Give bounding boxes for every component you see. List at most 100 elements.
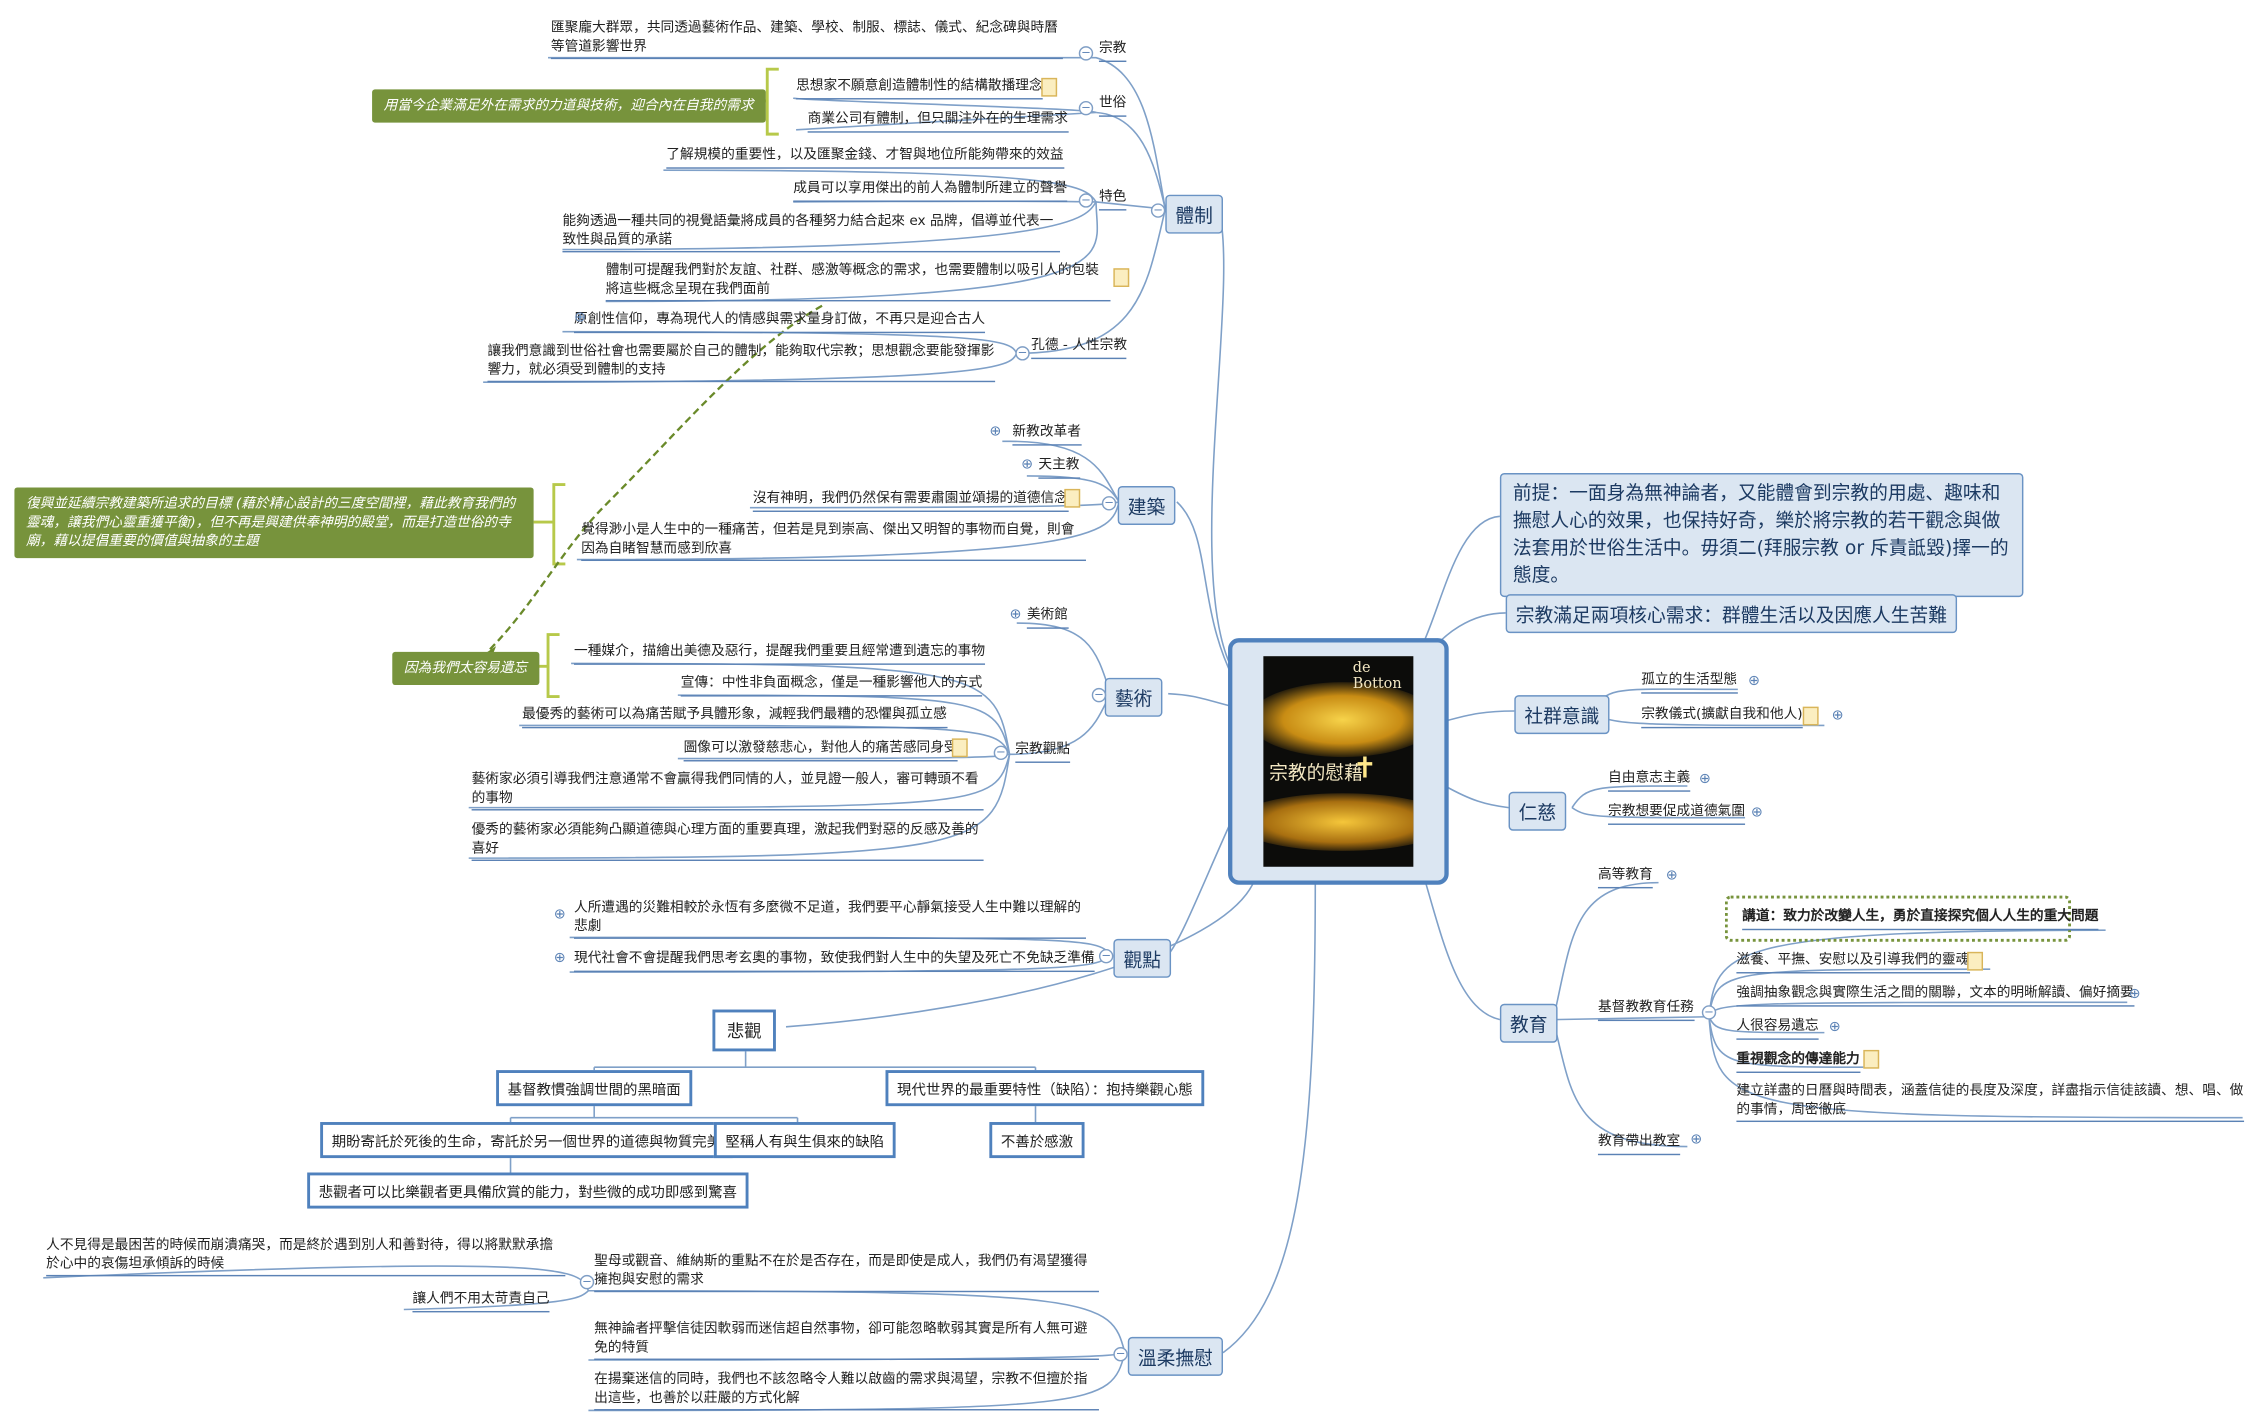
- secular-item: 思想家不願意創造體制性的結構散播理念: [796, 78, 1043, 99]
- expand-icon[interactable]: ⊕: [1747, 673, 1761, 690]
- collapse-icon[interactable]: −: [1098, 948, 1114, 964]
- art-item: 圖像可以激發慈悲心，對他人的痛苦感同身受: [683, 740, 958, 761]
- pessimism-left-a[interactable]: 期盼寄託於死後的生命，寄託於另一個世界的道德與物質完美: [320, 1122, 733, 1159]
- feature-item: 了解規模的重要性，以及匯聚金錢、才智與地位所能夠帶來的效益: [666, 147, 1064, 169]
- sermon-highlight: 講道：致力於改變人生，勇於直接探究個人人生的重大問題: [1742, 909, 2099, 930]
- cross-glyph: ✝: [1352, 749, 1377, 785]
- comte-item: 讓我們意識到世俗社會也需要屬於自己的體制，能夠取代宗教；思想觀念要能發揮影響力，…: [487, 343, 996, 383]
- collapse-icon[interactable]: −: [1150, 203, 1166, 218]
- expand-icon[interactable]: ⊕: [1750, 804, 1763, 821]
- collapse-icon[interactable]: −: [1078, 193, 1094, 208]
- kindness-item: 自由意志主義: [1608, 770, 1691, 792]
- comfort-item: 聖母或觀音、維納斯的重點不在於是否存在，而是即使是成人，我們仍有渴望獲得擁抱與安…: [594, 1253, 1099, 1293]
- collapse-icon[interactable]: −: [1701, 1005, 1717, 1020]
- comfort-left-item: 讓人們不用太苛責自己: [412, 1291, 550, 1312]
- education-task: 人很容易遺忘: [1736, 1018, 1819, 1040]
- collapse-icon[interactable]: −: [1078, 100, 1094, 116]
- pessimism-topic[interactable]: 悲觀: [712, 1009, 776, 1052]
- collapse-icon[interactable]: −: [1015, 346, 1030, 361]
- green-note[interactable]: 復興並延續宗教建築所追求的目標 (藉於精心設計的三度空間裡，藉此教育我們的靈魂，…: [14, 487, 534, 559]
- topic-viewpoint[interactable]: 觀點: [1113, 938, 1172, 978]
- kindness-item: 宗教想要促成道德氣圍: [1608, 803, 1746, 825]
- education-out-of-class: 教育帶出教室: [1597, 1134, 1681, 1155]
- art-museum: 美術館: [1026, 607, 1068, 629]
- premise-topic[interactable]: 前提：一面身為無神論者，又能體會到宗教的用處、趣味和撫慰人心的效果，也保持好奇，…: [1499, 473, 2024, 598]
- expand-icon[interactable]: ⊕: [1831, 708, 1844, 724]
- collapse-icon[interactable]: −: [1113, 1347, 1128, 1362]
- book-title: 宗教的慰藉: [1269, 762, 1363, 785]
- expand-icon[interactable]: ⊕: [1690, 1132, 1703, 1148]
- note-icon[interactable]: [1967, 951, 1984, 971]
- art-view-label: 宗教觀點: [1015, 741, 1071, 763]
- art-item: 宣傳：中性非負面概念，僅是一種影響他人的方式: [680, 675, 983, 696]
- secular-item: 商業公司有體制，但只關注外在的生理需求: [807, 111, 1068, 132]
- feature-item: 能夠透過一種共同的視覺語彙將成員的各種努力結合起來 ex 品牌，倡導並代表一致性…: [562, 213, 1061, 253]
- green-note[interactable]: 因為我們太容易遺忘: [392, 651, 539, 686]
- expand-icon[interactable]: ⊕: [573, 310, 587, 326]
- pessimism-bottom[interactable]: 悲觀者可以比樂觀者更具備欣賞的能力，對些微的成功即感到驚喜: [307, 1172, 749, 1209]
- comfort-item: 無神論者抨擊信徒因軟弱而迷信超自然事物，卻可能忽略軟弱其實是所有人無可避免的特質: [594, 1321, 1099, 1360]
- architecture-item: 新教改革者: [1012, 424, 1081, 445]
- pessimism-left-b[interactable]: 堅稱人有與生俱來的缺陷: [713, 1122, 896, 1159]
- education-tasks-label: 基督教教育任務: [1597, 999, 1694, 1021]
- expand-icon[interactable]: ⊕: [1021, 457, 1034, 474]
- art-item: 藝術家必須引導我們注意通常不會贏得我們同情的人，並見證一般人，審可轉頭不看的事物: [471, 772, 984, 811]
- book-author: de Botton: [1352, 660, 1402, 693]
- green-note[interactable]: 用當今企業滿足外在需求的力道與技術，迎合內在自我的需求: [372, 89, 766, 123]
- viewpoint-item: 現代社會不會提醒我們思考玄奧的事物，致使我們對人生中的失望及死亡不免缺乏準備: [573, 950, 1095, 972]
- art-item: 一種媒介，描繪出美德及惡行，提醒我們重要且經常遭到遺忘的事物: [573, 643, 986, 665]
- book-cover-image: de Botton 宗教的慰藉 ✝: [1263, 656, 1414, 867]
- collapse-icon[interactable]: −: [993, 745, 1009, 761]
- institution-features: 特色: [1098, 189, 1127, 210]
- comfort-item: 在揚棄迷信的同時，我們也不該忽略令人難以啟齒的需求與渴望，宗教不但擅於指出這些，…: [594, 1372, 1099, 1411]
- collapse-icon[interactable]: −: [1078, 46, 1094, 61]
- topic-institution[interactable]: 體制: [1165, 194, 1224, 234]
- expand-icon[interactable]: ⊕: [553, 950, 566, 967]
- religion-text: 匯聚龐大群眾，共同透過藝術作品、建築、學校、制服、標誌、儀式、紀念碑與時曆等管道…: [550, 20, 1063, 60]
- community-item: 宗教儀式(擴獻自我和他人): [1641, 707, 1803, 728]
- expand-icon[interactable]: ⊕: [1698, 771, 1712, 788]
- note-icon[interactable]: [1041, 77, 1058, 97]
- note-icon[interactable]: [1802, 706, 1819, 726]
- art-item: 優秀的藝術家必須能夠凸顯道德與心理方面的重要真理，激起我們對惡的反感及善的喜好: [471, 822, 984, 861]
- institution-secular: 世俗: [1098, 95, 1127, 117]
- education-task: 重視觀念的傳達能力: [1736, 1051, 1860, 1073]
- comte-item: 原創性信仰，專為現代人的情感與需求量身訂做，不再只是迎合古人: [573, 312, 986, 333]
- architecture-item: 覺得渺小是人生中的一種痛苦，但若是見到崇高、傑出又明智的事物而自覺，則會因為自睹…: [581, 522, 1086, 562]
- expand-icon[interactable]: ⊕: [1665, 868, 1678, 885]
- collapse-icon[interactable]: −: [1091, 687, 1107, 703]
- feature-item: 成員可以享用傑出的前人為體制所建立的聲譽: [793, 180, 1068, 202]
- architecture-item: 天主教: [1038, 457, 1080, 479]
- expand-icon[interactable]: ⊕: [2128, 986, 2141, 1003]
- note-icon[interactable]: [951, 738, 968, 758]
- topic-comfort[interactable]: 溫柔撫慰: [1127, 1336, 1224, 1376]
- community-item: 孤立的生活型態: [1641, 672, 1738, 693]
- pessimism-right-head[interactable]: 現代世界的最重要特性（缺陷）：抱持樂觀心態: [885, 1070, 1205, 1107]
- expand-icon[interactable]: ⊕: [1828, 1019, 1841, 1036]
- pessimism-right-a[interactable]: 不善於感激: [989, 1122, 1085, 1159]
- expand-icon[interactable]: ⊕: [989, 424, 1002, 440]
- institution-comte: 孔德 - 人性宗教: [1031, 337, 1128, 359]
- comfort-left-item: 人不見得是最困苦的時候而崩潰痛哭，而是終於遇到別人和善對待，得以將默默承擔於心中…: [46, 1237, 566, 1277]
- education-task: 滋養、平撫、安慰以及引導我們的靈魂: [1736, 952, 1970, 973]
- topic-community[interactable]: 社群意識: [1514, 695, 1610, 735]
- topic-education[interactable]: 教育: [1499, 1003, 1558, 1043]
- pessimism-left-head[interactable]: 基督教慣強調世間的黑暗面: [496, 1070, 693, 1107]
- note-icon[interactable]: [1064, 488, 1081, 508]
- collapse-icon[interactable]: −: [579, 1274, 595, 1290]
- expand-icon[interactable]: ⊕: [1009, 607, 1022, 624]
- expand-icon[interactable]: ⊕: [553, 907, 566, 924]
- institution-religion: 宗教: [1098, 40, 1127, 62]
- collapse-icon[interactable]: −: [1101, 496, 1117, 511]
- note-icon[interactable]: [1113, 268, 1130, 287]
- topic-kindness[interactable]: 仁慈: [1508, 791, 1567, 831]
- note-icon[interactable]: [1863, 1049, 1880, 1069]
- topic-architecture[interactable]: 建築: [1117, 486, 1176, 525]
- art-item: 最優秀的藝術可以為痛苦賦予具體形象，減輕我們最糟的恐懼與孤立感: [522, 707, 947, 728]
- viewpoint-item: 人所遭遇的災難相較於永恆有多麼微不足道，我們要平心靜氣接受人生中難以理解的悲劇: [573, 900, 1086, 939]
- education-higher: 高等教育: [1597, 867, 1653, 888]
- core-needs-topic[interactable]: 宗教滿足兩項核心需求：群體生活以及因應人生苦難: [1505, 594, 1958, 634]
- topic-art[interactable]: 藝術: [1104, 677, 1163, 717]
- education-task: 建立詳盡的日曆與時間表，涵蓋信徒的長度及深度，詳盡指示信徒該讀、想、唱、做的事情…: [1736, 1083, 2245, 1123]
- education-task: 強調抽象觀念與實際生活之間的關聯，文本的明晰解讀、偏好摘要: [1736, 985, 2134, 1006]
